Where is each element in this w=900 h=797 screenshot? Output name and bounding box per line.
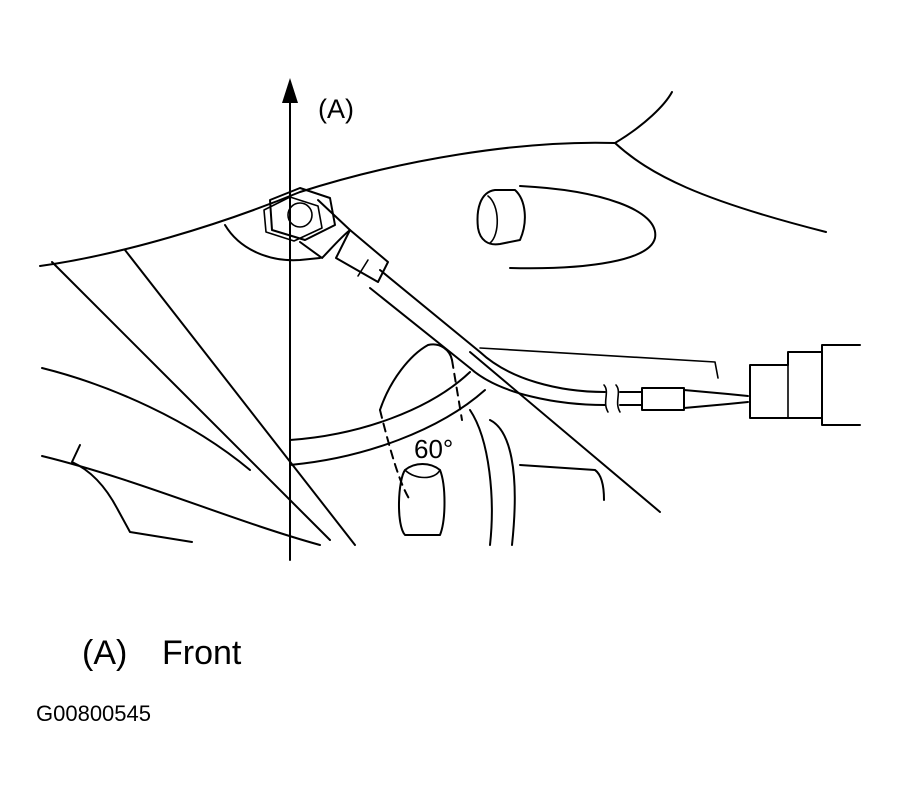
lower-bracket-solid bbox=[379, 343, 453, 411]
legend: (A) Front bbox=[82, 634, 241, 673]
wire-taper bbox=[683, 389, 749, 409]
harness-upper bbox=[379, 269, 606, 393]
left-bracket bbox=[71, 444, 193, 543]
sensor-base-bulge bbox=[224, 224, 321, 262]
harness-lower bbox=[369, 287, 606, 406]
legend-key: (A) bbox=[82, 634, 128, 672]
boss-outline bbox=[509, 185, 657, 270]
body-top-right-curve bbox=[614, 91, 673, 144]
wire-sleeve bbox=[641, 387, 685, 411]
hex-nut bbox=[269, 187, 336, 241]
nut-center bbox=[287, 202, 313, 228]
boss-cap bbox=[476, 189, 526, 246]
left-panel-line-2 bbox=[124, 249, 356, 546]
sensor-boot bbox=[335, 229, 389, 283]
left-curve-1 bbox=[41, 367, 251, 471]
front-arrow-label: (A) bbox=[318, 94, 354, 124]
lower-member-step bbox=[519, 464, 605, 501]
diagonal-edge-right bbox=[469, 351, 661, 513]
angle-arc-outer bbox=[289, 371, 471, 441]
body-right-contour bbox=[614, 142, 827, 233]
harness-break-1 bbox=[603, 384, 609, 413]
sensor-boot-ridge bbox=[357, 259, 369, 277]
legend-text: Front bbox=[162, 634, 242, 672]
angle-label: 60° bbox=[414, 434, 453, 464]
lower-bracket-dashed bbox=[379, 359, 463, 501]
figure-code: G00800545 bbox=[36, 701, 151, 726]
connector-plug bbox=[821, 344, 861, 426]
harness-break-2 bbox=[615, 384, 621, 413]
left-panel-line-1 bbox=[51, 261, 331, 541]
angle-arc-inner bbox=[289, 389, 486, 466]
stud-body bbox=[397, 463, 446, 536]
boss-cap-line bbox=[487, 195, 499, 244]
stud-top bbox=[404, 469, 441, 479]
harness-bracket bbox=[479, 347, 719, 379]
connector-body bbox=[749, 351, 823, 419]
body-top-contour bbox=[39, 141, 616, 267]
lower-member-curve-2 bbox=[489, 419, 516, 546]
lower-member-curve-1 bbox=[469, 409, 493, 546]
front-arrow-head bbox=[282, 78, 298, 103]
